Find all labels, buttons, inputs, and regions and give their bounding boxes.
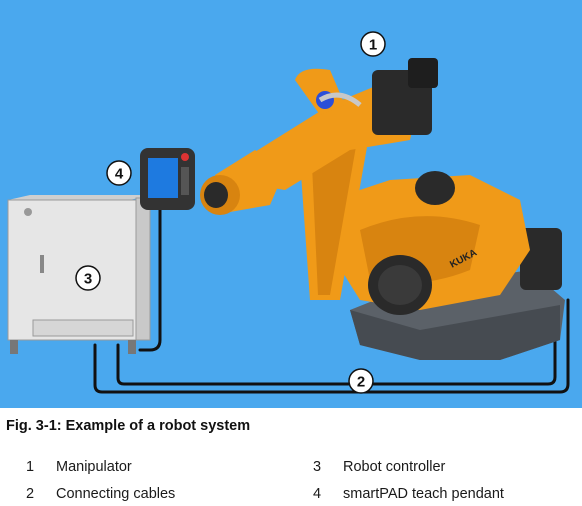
figure-legend: 1 Manipulator 3 Robot controller 2 Conne… [0,456,582,506]
legend-item-number: 4 [313,486,322,502]
smartpad-teach-pendant [140,148,195,210]
legend-item-label: smartPAD teach pendant [343,486,504,502]
legend-item-label: Connecting cables [56,486,176,502]
callout-2-label: 2 [357,374,365,391]
callout-1: 1 [360,31,386,57]
legend-item-number: 2 [26,486,35,502]
counterweight-cylinder [415,171,455,205]
figure-caption: Fig. 3-1: Example of a robot system [6,418,251,434]
legend-item-number: 1 [26,459,35,475]
robot-system-figure: KUKA [0,0,582,408]
callout-3: 3 [75,265,101,291]
callout-4: 4 [106,160,132,186]
callout-2: 2 [348,368,374,394]
callout-4-label: 4 [115,166,124,183]
legend-item-label: Robot controller [343,459,446,475]
robot-system-illustration: KUKA [0,0,582,408]
legend-item-label: Manipulator [56,459,132,475]
smartpad-screen [148,158,178,198]
robot-flange [204,182,228,208]
callout-3-label: 3 [84,271,92,288]
robot-wrist [200,150,285,215]
cabinet-door-handle [40,255,44,273]
connecting-cables [93,208,570,394]
legend-item-number: 3 [313,459,322,475]
callout-1-label: 1 [369,37,377,54]
robot-upper-arm [250,58,438,190]
robot-column: KUKA [330,171,530,315]
robot-controller-cabinet [7,195,151,354]
